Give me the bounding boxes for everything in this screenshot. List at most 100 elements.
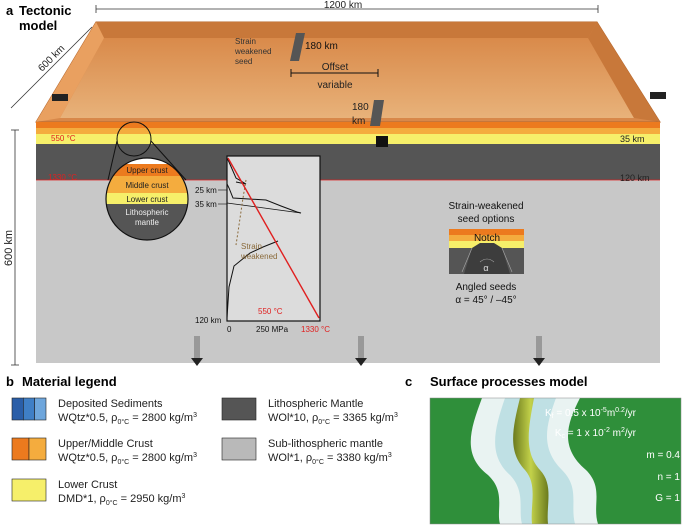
profile-strength-drop	[226, 202, 302, 214]
depth-35-right: 35 km	[620, 134, 645, 144]
param-kf: Kf = 0.5 x 10-5m0.2/yr	[545, 407, 637, 420]
legend-item-name: Lithospheric Mantle	[268, 398, 363, 410]
legend-item-law: WQtz*0.5, ρ0°C = 2800 kg/m3	[58, 452, 197, 466]
temp-550-left: 550 °C	[51, 134, 76, 143]
seed-opt-angle-line-left	[461, 247, 473, 273]
depth-arrow	[10, 26, 93, 109]
seed-opt-angle-line-right	[501, 247, 513, 273]
legend-item-law: DMD*1, ρ0°C = 2950 kg/m3	[58, 493, 185, 507]
legend-swatch	[28, 437, 47, 461]
profile-depth-35: 35 km	[195, 200, 217, 209]
magnifier-line-right	[150, 140, 187, 181]
box-back-wall	[96, 22, 597, 38]
legend-swatch	[11, 478, 47, 502]
seed-options-notch-label: Notch	[474, 233, 500, 244]
offset-label-line2: variable	[317, 80, 352, 91]
box-top-face	[60, 38, 634, 118]
legend-swatch	[11, 437, 30, 461]
front-middle-crust	[36, 128, 660, 134]
outflow-arrow-2-shaft	[358, 336, 364, 358]
profile-temp-1330: 1330 °C	[301, 325, 330, 334]
seed-opt-upper	[449, 229, 524, 235]
seed-label-line3: seed	[235, 57, 252, 66]
surface-map-frame	[429, 397, 682, 525]
panel-c-title: Surface processes model	[430, 374, 588, 389]
inset-upper-label: Upper crust	[126, 166, 168, 175]
panel-a-title-line1: Tectonic	[19, 3, 72, 18]
panel-b-letter: b	[6, 374, 14, 389]
seed-length-front-line1: 180	[352, 102, 369, 113]
legend-swatch	[221, 397, 257, 421]
seed-label-line1: Strain	[235, 37, 256, 46]
profile-x-250: 250 MPa	[256, 325, 289, 334]
legend-item-name: Deposited Sediments	[58, 398, 163, 410]
seed-options-title-line2: seed options	[458, 214, 515, 225]
outflow-arrow-3-shaft	[536, 336, 542, 358]
legend-item-law: WQtz*0.5, ρ0°C = 2800 kg/m3	[58, 412, 197, 426]
legend-swatch	[221, 437, 257, 461]
panel-a: a Tectonic model 1200 km 600 km 600 km	[3, 0, 666, 366]
param-g: G = 1	[655, 493, 680, 504]
param-m: m = 0.4	[646, 450, 680, 461]
panel-c-letter: c	[405, 374, 412, 389]
seed-opt-angle-arc	[479, 258, 495, 263]
magnifier-line-left	[107, 140, 118, 181]
surface-river-channel	[513, 398, 549, 524]
seed-notch-front	[376, 136, 388, 147]
box-right-wall	[588, 22, 660, 122]
legend-item-name: Lower Crust	[58, 479, 117, 491]
inset-middle-crust	[106, 176, 188, 193]
seed-label-line2: weakened	[234, 47, 271, 56]
profile-depth-25: 25 km	[195, 186, 217, 195]
panel-b-title: Material legend	[22, 374, 117, 389]
seed-opt-notch-shape	[464, 243, 510, 274]
magnifier-big-circle	[105, 157, 189, 241]
outflow-arrow-3-head	[533, 358, 545, 366]
inset-lower-label: Lower crust	[126, 195, 168, 204]
seed-back	[290, 33, 305, 61]
seed-length-back: 180 km	[305, 41, 338, 52]
outflow-arrow-1-head	[191, 358, 203, 366]
seed-front	[370, 100, 384, 126]
profile-strength-mantle	[226, 240, 279, 319]
profile-depth-120: 120 km	[195, 316, 222, 325]
legend-item-name: Sub-lithospheric mantle	[268, 438, 383, 450]
seed-options-alpha: α	[483, 263, 488, 273]
profile-x-0: 0	[227, 325, 232, 334]
inset-air	[106, 158, 188, 164]
param-kc: Kc = 1 x 10-2 m2/yr	[555, 427, 637, 440]
panel-a-letter: a	[6, 3, 14, 18]
height-label: 600 km	[3, 230, 15, 266]
inset-middle-label: Middle crust	[125, 181, 169, 190]
left-handle	[52, 94, 68, 101]
panel-b: b Material legend Deposited SedimentsWQt…	[6, 374, 398, 507]
profile-strain-label-line2: weakened	[240, 252, 277, 261]
seed-options-angled-line1: Angled seeds	[456, 282, 517, 293]
outflow-arrow-2-head	[355, 358, 367, 366]
depth-120-right: 120 km	[620, 173, 650, 183]
profile-geotherm	[227, 157, 320, 319]
inset-mantle-label-line1: Lithospheric	[125, 208, 168, 217]
legend-item-law: WOl*1, ρ0°C = 3380 kg/m3	[268, 452, 392, 466]
panel-a-title-line2: model	[19, 18, 57, 33]
inset-lower-crust	[106, 193, 188, 204]
magnifier-small-circle	[116, 121, 152, 157]
seed-length-front-line2: km	[352, 116, 365, 127]
legend-item-name: Upper/Middle Crust	[58, 438, 153, 450]
legend-item-law: WOl*10, ρ0°C = 3365 kg/m3	[268, 412, 398, 426]
width-label: 1200 km	[324, 0, 362, 11]
depth-label: 600 km	[36, 43, 67, 74]
right-handle	[650, 92, 666, 99]
outflow-arrows	[191, 336, 545, 366]
seed-options-title-line1: Strain-weakened	[448, 201, 523, 212]
front-lower-crust	[36, 134, 660, 144]
offset-label-line1: Offset	[322, 62, 349, 73]
inset-upper-crust	[106, 164, 188, 176]
